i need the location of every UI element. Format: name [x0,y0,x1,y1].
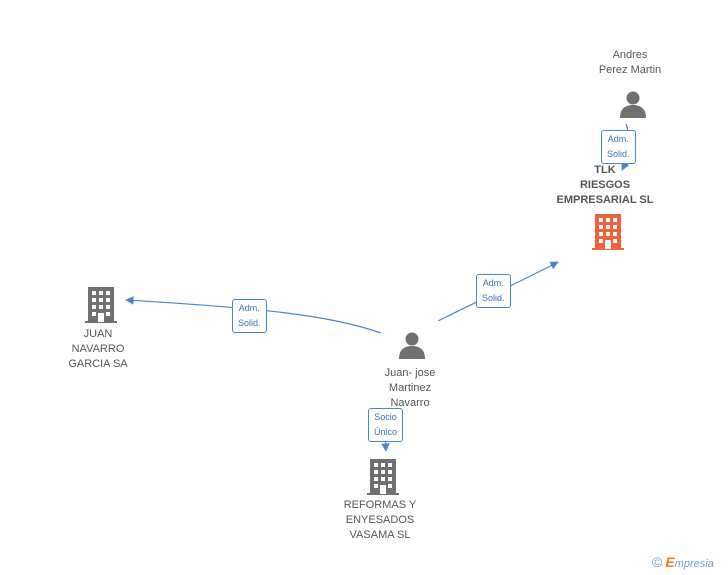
empresia-brand[interactable]: © Empresia [652,554,714,570]
node-andres-perez-martin[interactable]: Andres Perez Martin [580,48,680,78]
brand-logo-letter: E [665,554,675,570]
building-icon [85,287,117,323]
node-label: REFORMAS Y ENYESADOS VASAMA SL [343,499,417,541]
copyright-symbol: © [652,554,663,570]
node-reformas-enyesados-vasama[interactable]: REFORMAS Y ENYESADOS VASAMA SL [325,498,435,543]
node-label: JUAN NAVARRO GARCIA SA [68,328,128,370]
node-label: Andres Perez Martin [598,49,662,76]
edge-label-juanjose-tlk: Adm. Solid. [476,274,511,308]
edge-label-andres-tlk: Adm. Solid. [601,130,636,164]
node-label: TLK RIESGOS EMPRESARIAL SL [556,164,654,206]
node-juan-navarro-garcia[interactable]: JUAN NAVARRO GARCIA SA [48,327,148,372]
building-icon [367,459,399,495]
person-icon [620,91,646,118]
node-label: Juan- jose Martinez Navarro [384,367,436,409]
brand-logo-text: mpresia [674,558,714,570]
edge-label-juanjose-reformas: Socio Único [368,408,404,442]
building-icon [592,214,624,250]
node-tlk-riesgos-empresarial[interactable]: TLK RIESGOS EMPRESARIAL SL [540,163,670,208]
person-icon [399,332,425,359]
node-juan-jose-martinez-navarro[interactable]: Juan- jose Martinez Navarro [360,366,460,411]
edge-juanjose-juannavarro [125,296,382,334]
edge-label-juanjose-juannavarro: Adm. Solid. [232,299,267,333]
